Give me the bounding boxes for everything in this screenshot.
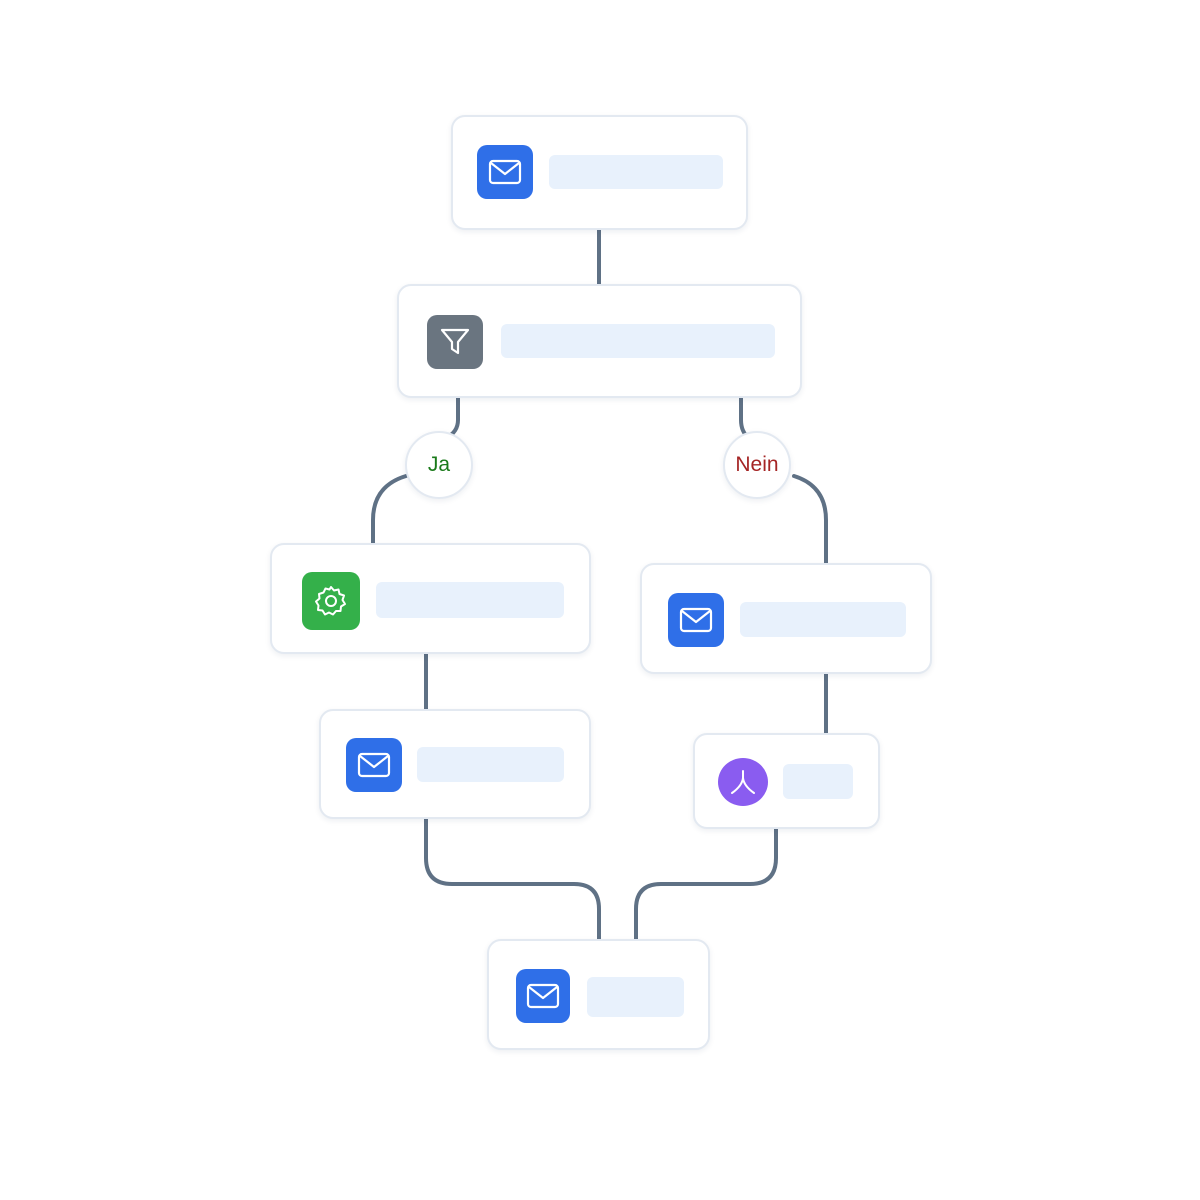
- node-label-placeholder: [549, 155, 723, 189]
- flow-node-yes-action[interactable]: [270, 543, 591, 654]
- filter-icon: [427, 315, 483, 369]
- gear-icon: [302, 572, 360, 630]
- flow-node-end-mail[interactable]: [487, 939, 710, 1050]
- node-label-placeholder: [740, 602, 906, 637]
- mail-icon: [516, 969, 570, 1023]
- mail-icon: [346, 738, 402, 792]
- person-icon: [718, 758, 768, 806]
- connector-person-to-end: [634, 827, 778, 941]
- node-label-placeholder: [501, 324, 775, 358]
- flow-node-no-mail[interactable]: [640, 563, 932, 674]
- flow-node-no-person[interactable]: [693, 733, 880, 829]
- node-label-placeholder: [376, 582, 564, 618]
- flow-node-filter[interactable]: [397, 284, 802, 398]
- connector-yes-to-action: [371, 474, 408, 545]
- node-label-placeholder: [417, 747, 564, 782]
- mail-icon: [477, 145, 533, 199]
- flow-node-yes-mail[interactable]: [319, 709, 591, 819]
- node-label-placeholder: [783, 764, 853, 799]
- connector-no-to-mail: [792, 474, 828, 565]
- flow-node-start-mail[interactable]: [451, 115, 748, 230]
- connector-yesmail-to-end: [424, 817, 601, 941]
- branch-label-yes: Ja: [405, 431, 473, 499]
- node-label-placeholder: [587, 977, 684, 1017]
- branch-label-no: Nein: [723, 431, 791, 499]
- mail-icon: [668, 593, 724, 647]
